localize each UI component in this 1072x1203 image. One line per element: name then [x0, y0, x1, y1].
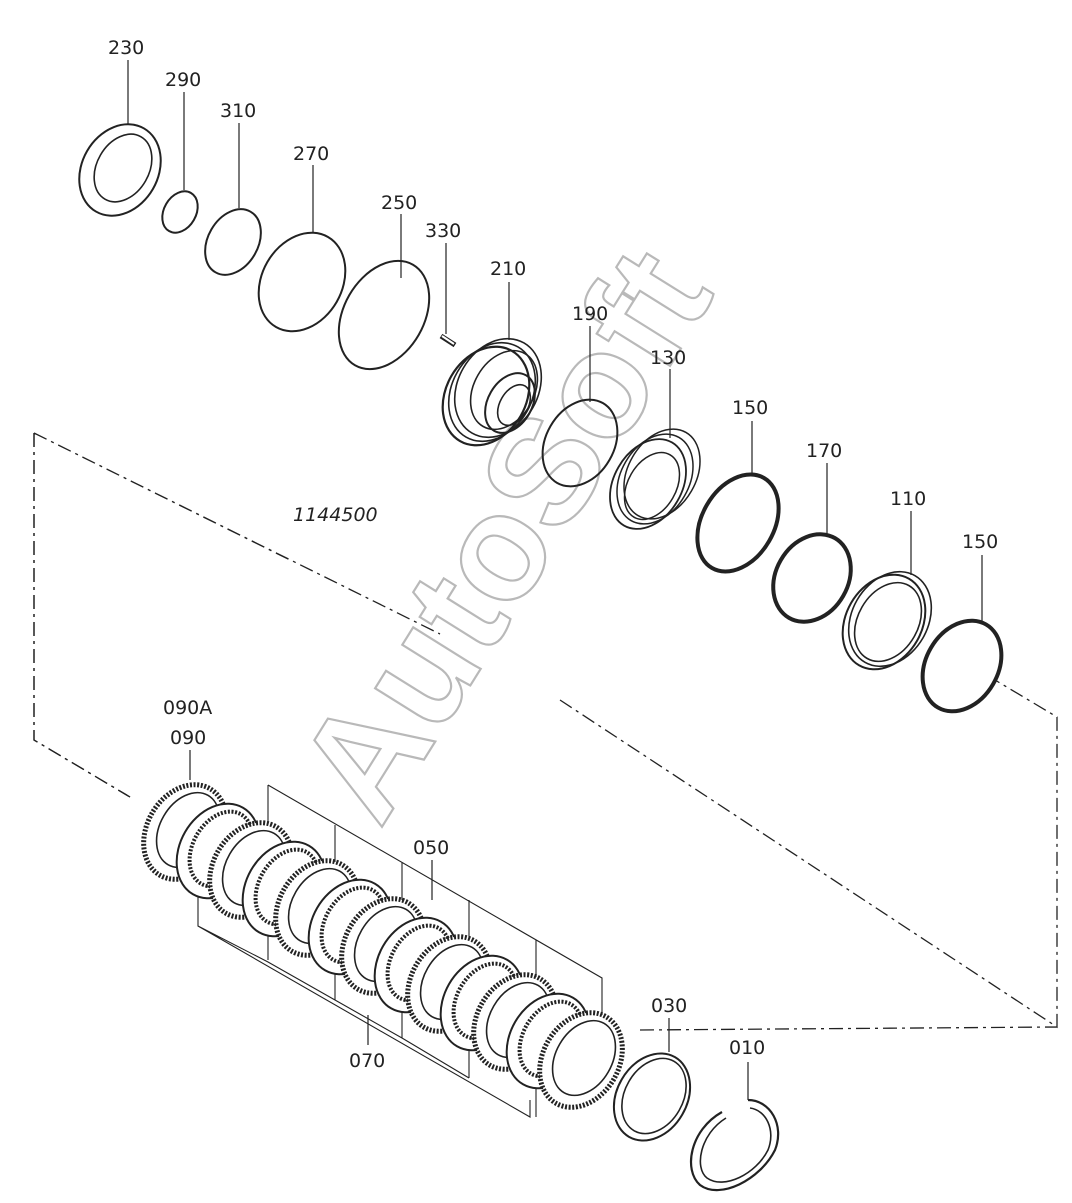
- label-230: 230: [108, 37, 144, 59]
- part-250-seal-ring: [337, 259, 431, 371]
- part-010-snap-ring: [690, 1098, 780, 1192]
- assembly-outline-dashed: [33, 433, 131, 798]
- label-090: 090: [170, 727, 206, 749]
- part-210-piston: [441, 337, 543, 447]
- clutch-plates-stack: [141, 782, 625, 1110]
- label-330: 330: [425, 220, 461, 242]
- label-310: 310: [220, 100, 256, 122]
- label-170: 170: [806, 440, 842, 462]
- label-150-lower: 150: [962, 531, 998, 553]
- part-270-seal-ring: [257, 231, 347, 333]
- watermark: AutoSoft: [265, 221, 743, 847]
- label-010: 010: [729, 1037, 765, 1059]
- part-230-thrust-washer: [78, 123, 162, 217]
- reference-number: 1144500: [293, 504, 378, 526]
- part-150-snap-ring-lower: [920, 618, 1004, 714]
- part-130-spring-retainer: [609, 428, 701, 530]
- label-250: 250: [381, 192, 417, 214]
- label-270: 270: [293, 143, 329, 165]
- part-110-retaining-plate: [841, 570, 933, 671]
- part-030-pressure-plate: [612, 1052, 692, 1142]
- label-090a: 090A: [163, 697, 212, 719]
- label-110: 110: [890, 488, 926, 510]
- label-290: 290: [165, 69, 201, 91]
- part-330-pin: [439, 333, 457, 348]
- assembly-outline-left: [33, 432, 1058, 1031]
- label-210: 210: [490, 258, 526, 280]
- part-150-snap-ring-upper: [695, 472, 781, 574]
- part-290-o-ring: [161, 190, 199, 234]
- part-170-seal-ring: [771, 532, 853, 624]
- label-190: 190: [572, 303, 608, 325]
- part-190-seal-ring: [541, 398, 619, 488]
- label-030: 030: [651, 995, 687, 1017]
- label-130: 130: [650, 347, 686, 369]
- part-310-seal-ring: [204, 208, 262, 276]
- label-050: 050: [413, 837, 449, 859]
- label-150-upper: 150: [732, 397, 768, 419]
- clutch-plate-steel: [537, 1010, 625, 1110]
- label-070: 070: [349, 1050, 385, 1072]
